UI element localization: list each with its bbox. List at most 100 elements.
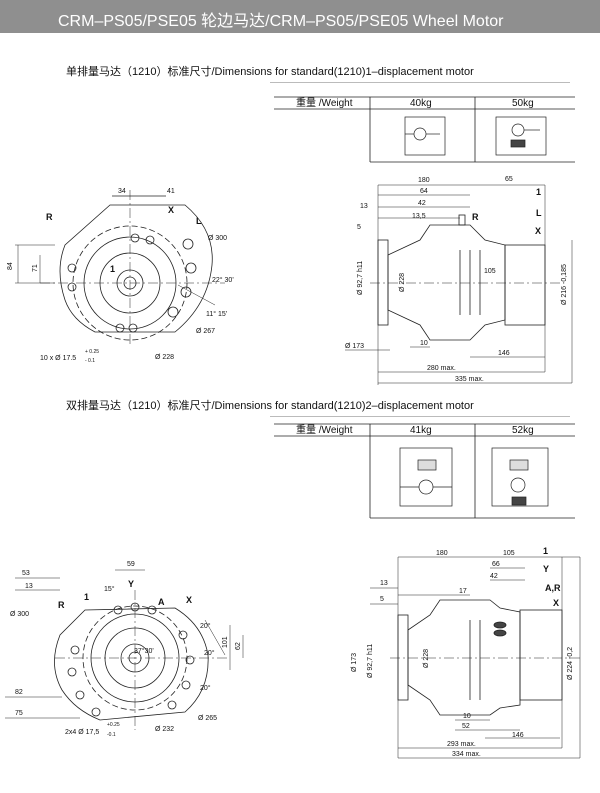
port-label-A: A [158,597,165,607]
dim-42-s2: 42 [490,573,498,580]
dim-180: 180 [418,177,430,184]
angle-20-c: 20° [200,684,211,692]
port-label-L: L [196,216,202,226]
dim-d267: Ø 267 [196,328,215,335]
dim-5: 5 [357,224,361,231]
dim-d173: Ø 173 [345,343,364,350]
dim-13-f2: 13 [25,583,33,590]
dim-41: 41 [167,188,175,195]
dim-293: 293 max. [447,741,476,748]
section2-rule [270,416,570,417]
front-view-2 [5,569,244,730]
dim-101: 101 [222,636,229,648]
dim-84: 84 [7,262,14,270]
dim-59: 59 [127,561,135,568]
dim-334: 334 max. [452,751,481,758]
weight-value-50: 50kg [512,98,534,109]
dim-d232: Ø 232 [155,726,174,733]
angle-20-b: 20° [204,649,215,657]
dim-105-s2: 105 [503,550,515,557]
dim-82: 82 [15,689,23,696]
weight-label-1: 重量 /Weight [296,96,353,109]
port-label-R-f2: R [58,600,65,610]
hydraulic-symbol-2a [399,447,453,507]
angle-15: 15° [104,585,115,593]
dim-64: 64 [420,188,428,195]
side-label-X: X [535,226,541,236]
dim-146: 146 [498,350,510,357]
angle-11-15: 11° 15' [206,310,227,318]
dim-d265: Ø 265 [198,715,217,722]
port-label-X: X [168,205,174,215]
side2-label-X: X [553,598,559,608]
dim-105: 105 [484,268,496,275]
hydraulic-symbol-2b [491,447,549,507]
dim-52: 52 [462,723,470,730]
holes-spec: 10 x Ø 17.5 [40,355,76,362]
dim-146-s2: 146 [512,732,524,739]
section2-title: 双排量马达（1210）标准尺寸/Dimensions for standard(… [66,400,474,412]
hydraulic-symbol-1b [495,116,547,156]
section1-title: 单排量马达（1210）标准尺寸/Dimensions for standard(… [66,66,474,78]
dim-62: 62 [235,642,242,650]
dim-65: 65 [505,176,513,183]
weight-value-52: 52kg [512,425,534,436]
dim-335: 335 max. [455,376,484,383]
dim-d228: Ø 228 [155,354,174,361]
weight-label-2: 重量 /Weight [296,423,353,436]
tol-minus: - 0.1 [85,358,95,364]
dim-d216: Ø 216 -0,185 [561,264,568,305]
side-view-1 [345,184,573,385]
weight-value-41: 41kg [410,425,432,436]
side2-label-AR: A,R [545,583,561,593]
dim-17: 17 [459,588,467,595]
dim-53: 53 [22,570,30,577]
side-label-1: 1 [536,187,541,197]
section1-rule [270,82,570,83]
side-label-R: R [472,212,479,222]
port-label-Y: Y [128,579,134,589]
dim-d173-s2: Ø 173 [351,653,358,672]
side2-label-1: 1 [543,546,548,556]
dim-10: 10 [420,340,428,347]
dim-13: 13 [360,203,368,210]
dim-d92-7-s2: Ø 92,7 h11 [367,644,374,678]
dim-d228-side: Ø 228 [399,273,406,292]
angle-37-30: 37°30' [134,647,154,655]
dim-10-s2: 10 [463,713,471,720]
dim-13-s2: 13 [380,580,388,587]
dim-66: 66 [492,561,500,568]
port-label-X-f2: X [186,595,192,605]
dim-280: 280 max. [427,365,456,372]
dim-42: 42 [418,200,426,207]
port-label-R: R [46,212,53,222]
port-label-1: 1 [110,264,115,274]
side2-label-Y: Y [543,564,549,574]
side-label-L: L [536,208,542,218]
title-bar: CRM–PS05/PSE05 轮边马达/CRM–PS05/PSE05 Wheel… [0,0,600,33]
weight-table-2 [274,423,575,519]
dim-d300: Ø 300 [208,235,227,242]
front-view-1 [15,190,225,345]
dim-d92-7: Ø 92,7 h11 [357,261,364,295]
weight-value-40: 40kg [410,98,432,109]
angle-22-30: 22° 30' [212,276,234,284]
dim-71: 71 [32,264,39,272]
port-label-1-f2: 1 [84,592,89,602]
dim-d228-s2: Ø 228 [423,649,430,668]
angle-20-a: 20° [200,622,211,630]
hydraulic-symbol-1a [404,116,446,156]
dim-d300-f2: Ø 300 [10,611,29,618]
side-view-2 [370,556,581,759]
tol-minus-2: -0.1 [107,732,116,738]
dim-34: 34 [118,188,126,195]
tol-plus-2: +0.25 [107,722,120,728]
dim-d224: Ø 224 -0,2 [567,647,574,680]
weight-table-1 [274,96,575,163]
dim-75: 75 [15,710,23,717]
dim-13-5: 13,5 [412,213,426,220]
page-title: CRM–PS05/PSE05 轮边马达/CRM–PS05/PSE05 Wheel… [58,13,504,30]
tol-plus: + 0.25 [85,349,99,355]
dim-5-s2: 5 [380,596,384,603]
